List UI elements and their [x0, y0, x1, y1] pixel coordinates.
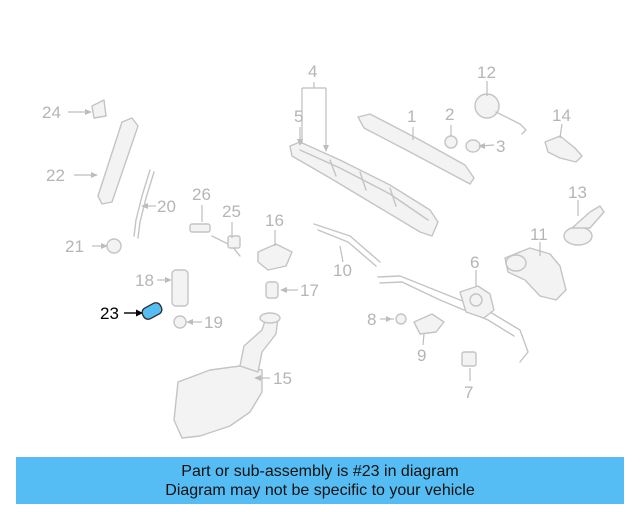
callout-numbers: 4 5 1 2 3 12 14 13 11 6 10 7 8 9 16 17 1… [42, 62, 587, 402]
callout-12: 12 [477, 63, 496, 82]
callout-17: 17 [300, 281, 319, 300]
callout-18: 18 [135, 271, 154, 290]
part-21-nozzle[interactable] [106, 238, 122, 254]
callout-1: 1 [407, 107, 416, 126]
callout-10: 10 [333, 261, 352, 280]
part-26-clip[interactable] [189, 223, 211, 233]
part-10-connector-rod[interactable] [313, 223, 381, 267]
part-13-grommet[interactable] [563, 205, 605, 246]
leader-23 [124, 309, 143, 317]
callout-11: 11 [530, 225, 548, 244]
part-16-pump-mount[interactable] [257, 243, 293, 271]
part-19-grommet[interactable] [173, 315, 187, 329]
part-8-nut[interactable] [395, 313, 407, 325]
part-7-bushing[interactable] [461, 351, 477, 367]
banner-line-part: Part or sub-assembly is #23 in diagram [181, 463, 459, 480]
leader-arrowheads [85, 109, 485, 381]
callout-14: 14 [552, 106, 571, 125]
callout-16: 16 [265, 211, 284, 230]
part-info-banner: Part or sub-assembly is #23 in diagram D… [16, 457, 624, 504]
callout-21: 21 [65, 237, 84, 256]
callout-8: 8 [367, 310, 376, 329]
part-15-washer-reservoir[interactable] [173, 312, 281, 439]
callout-3: 3 [496, 137, 505, 156]
callout-26: 26 [192, 185, 211, 204]
callout-6: 6 [470, 253, 479, 272]
part-23-check-valve[interactable] [140, 301, 163, 321]
callout-2: 2 [445, 105, 454, 124]
callout-19: 19 [204, 313, 223, 332]
part-3-nut[interactable] [465, 139, 481, 153]
callout-20: 20 [157, 197, 176, 216]
callout-9: 9 [417, 346, 426, 365]
part-2-cap[interactable] [444, 135, 458, 149]
part-20-hose[interactable] [133, 169, 155, 239]
part-4-wiper-blade[interactable] [289, 141, 439, 237]
part-25-hose-fitting[interactable] [211, 235, 241, 257]
part-22-cowl-panel[interactable] [97, 117, 139, 205]
callout-22: 22 [46, 166, 65, 185]
leader-lines [68, 81, 579, 381]
part-11-wiper-motor[interactable] [504, 247, 567, 301]
callout-5: 5 [294, 107, 303, 126]
part-1-wiper-arm[interactable] [357, 113, 475, 185]
part-24-bracket[interactable] [91, 99, 107, 119]
part-18-washer-pump[interactable] [171, 269, 189, 307]
callout-4: 4 [308, 62, 317, 81]
banner-line-disclaimer: Diagram may not be specific to your vehi… [165, 482, 475, 499]
callout-23: 23 [100, 304, 119, 323]
callout-24: 24 [42, 103, 61, 122]
callout-25: 25 [222, 202, 241, 221]
callout-15: 15 [273, 369, 292, 388]
part-12-sensor[interactable] [474, 93, 527, 135]
callout-7: 7 [464, 383, 473, 402]
part-6-wiper-linkage[interactable] [377, 275, 529, 363]
part-14-bracket[interactable] [544, 135, 583, 163]
part-17-seal[interactable] [265, 281, 279, 299]
part-9-clip[interactable] [413, 313, 445, 335]
callout-13: 13 [568, 183, 587, 202]
